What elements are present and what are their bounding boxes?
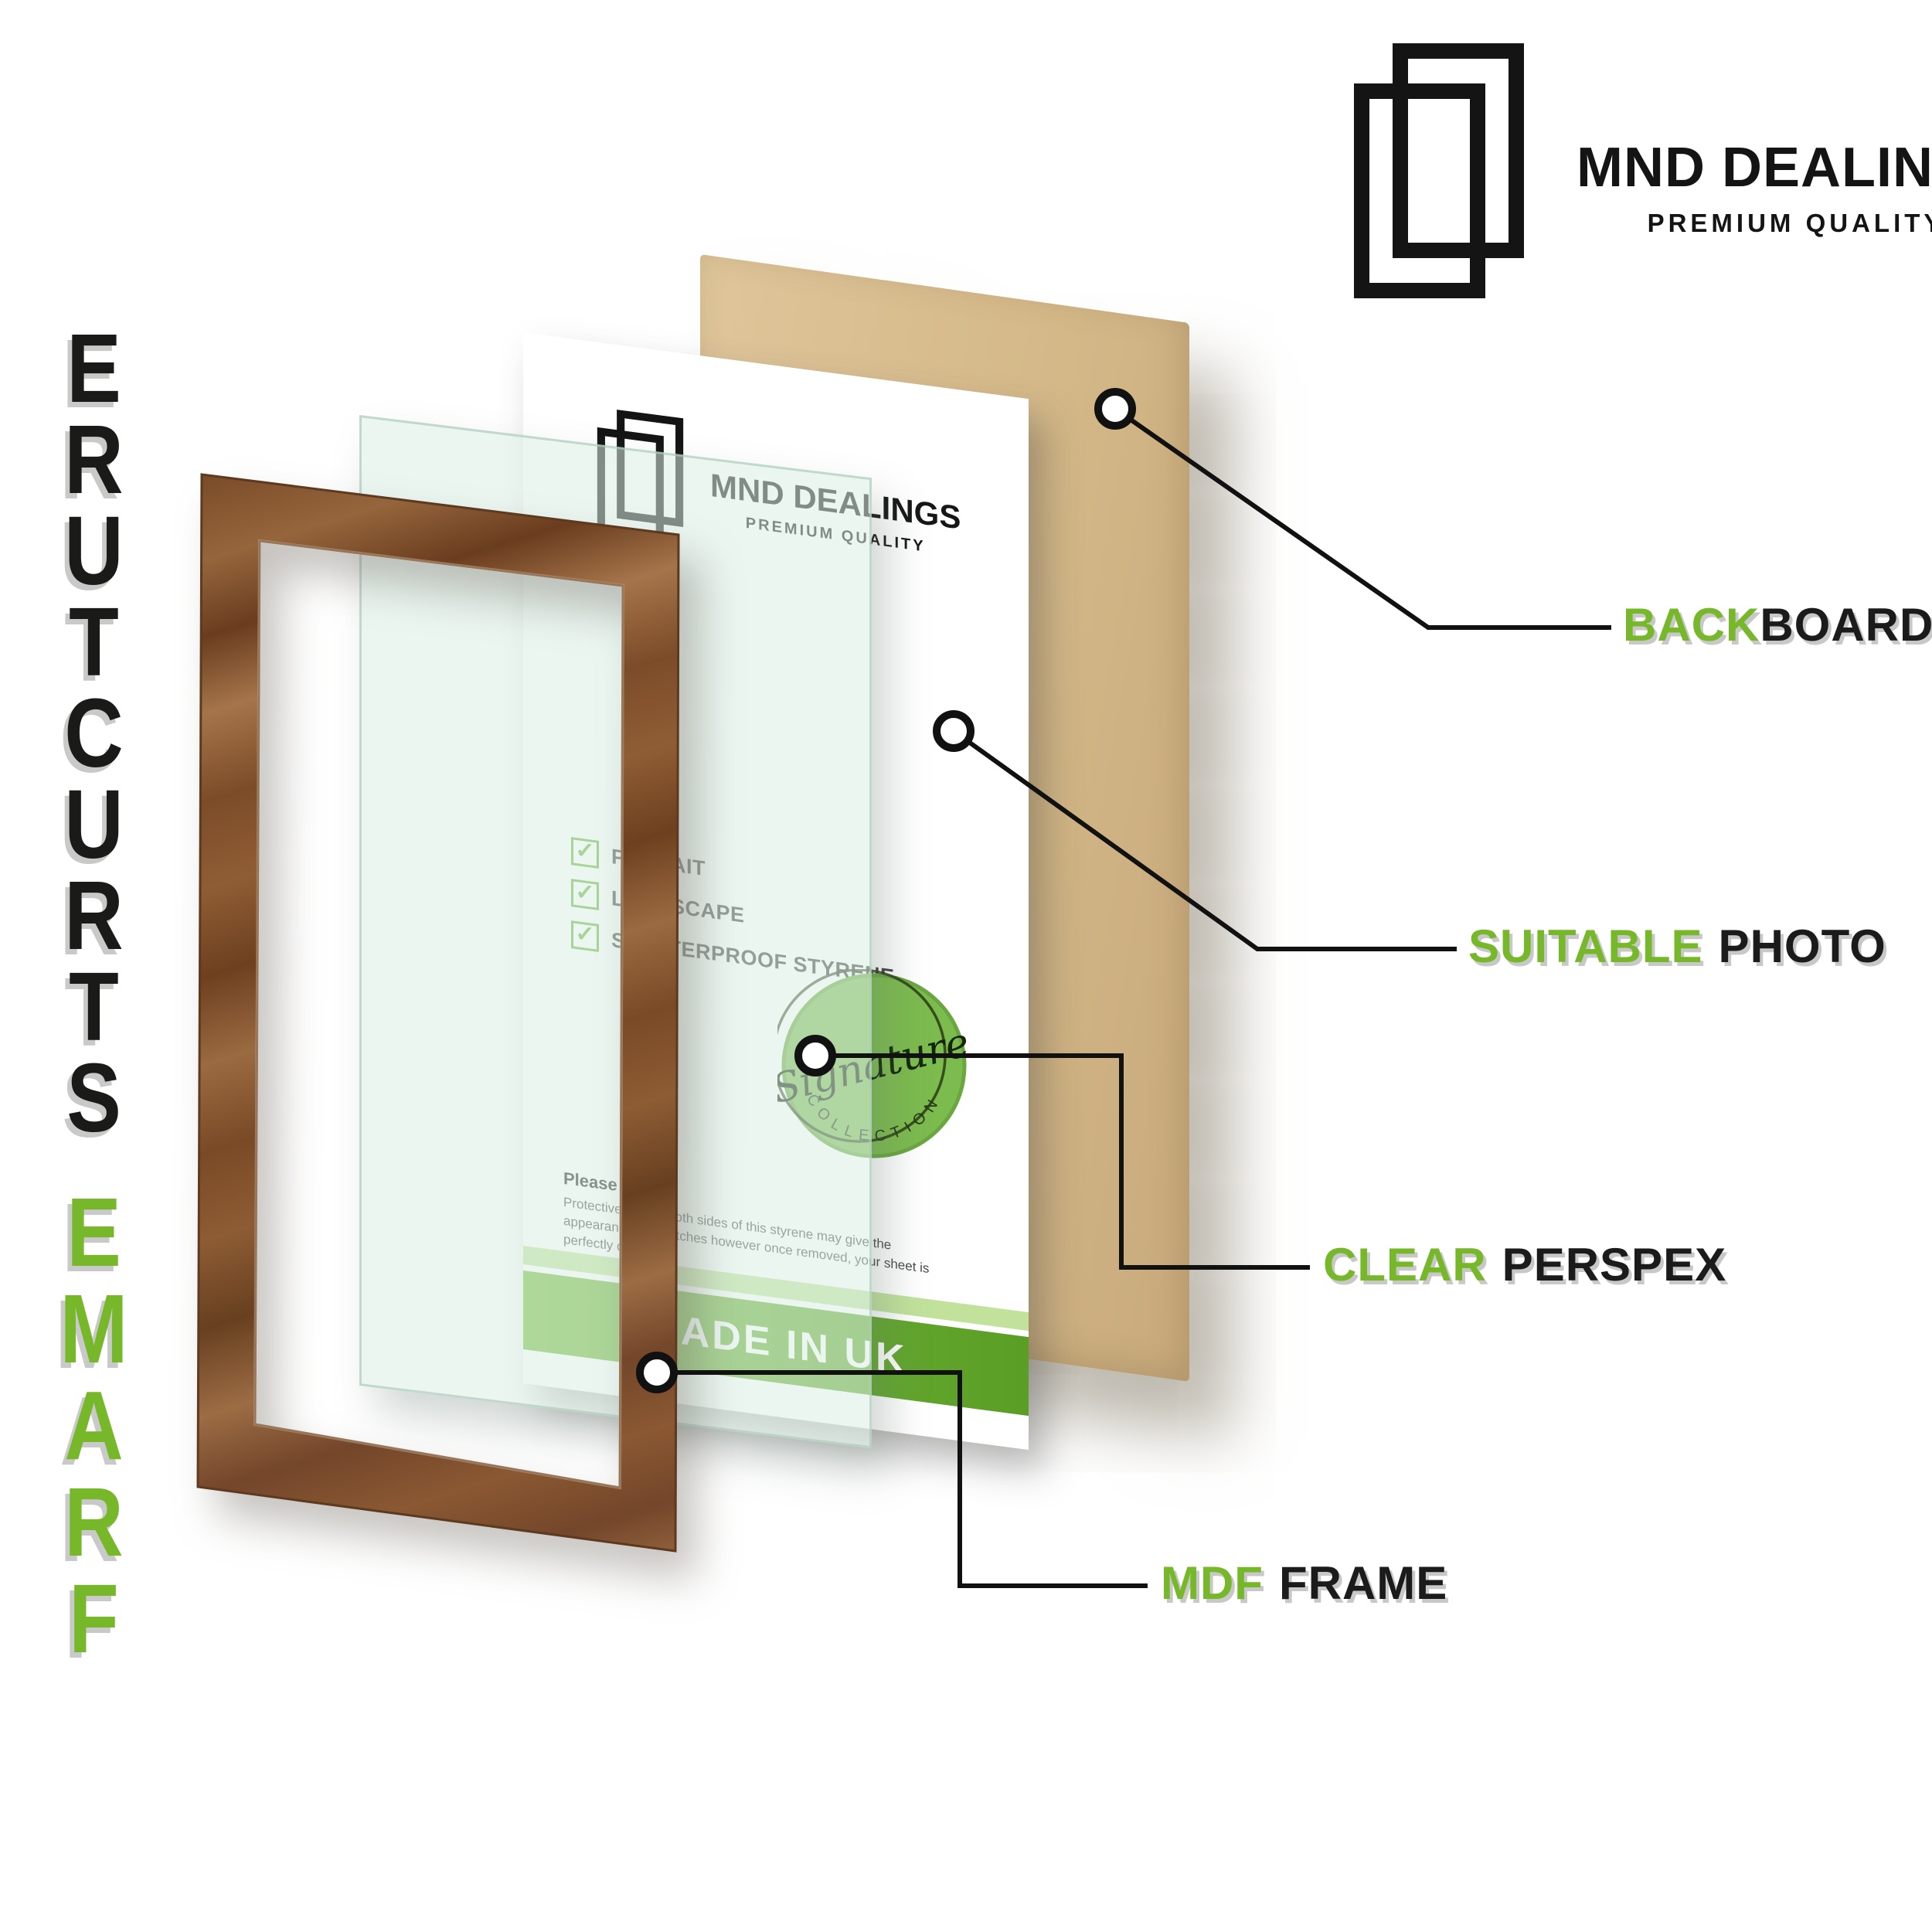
double-frame-logo-icon xyxy=(1354,43,1524,298)
label-green-part: CLEAR xyxy=(1323,1239,1487,1291)
title-letter: T xyxy=(69,587,119,696)
callout-label-mdf-frame: MDF FRAME xyxy=(1161,1556,1447,1610)
brand-tagline: PREMIUM QUALITY xyxy=(1647,209,1932,237)
title-letter: U xyxy=(64,770,124,879)
brand-text: MND DEALINGS PREMIUM QUALITY xyxy=(1577,136,1932,238)
callout-label-suitable-photo: SUITABLE PHOTO xyxy=(1468,920,1886,973)
vertical-word-structure: E R U T C U R T S xyxy=(37,314,151,1152)
title-letter: U xyxy=(64,496,124,605)
title-letter: R xyxy=(64,1468,124,1577)
layer-clear-perspex xyxy=(359,415,872,1449)
label-green-part: BACK xyxy=(1623,599,1760,651)
title-letter: M xyxy=(60,1274,128,1383)
brand-logo: MND DEALINGS PREMIUM QUALITY xyxy=(1354,43,1932,300)
vertical-title: E R U T C U R T S E M A R F xyxy=(37,314,151,1673)
title-letter: E xyxy=(66,1178,121,1287)
title-letter: R xyxy=(64,861,124,970)
label-green-part: SUITABLE xyxy=(1468,920,1703,972)
callout-label-backboard: BACKBOARD xyxy=(1623,598,1932,651)
brand-name: MND DEALINGS xyxy=(1577,137,1932,199)
label-black-part: PHOTO xyxy=(1718,920,1886,972)
title-letter: T xyxy=(69,952,119,1061)
label-green-part: MDF xyxy=(1161,1557,1264,1609)
title-letter: S xyxy=(66,1043,121,1152)
title-letter: C xyxy=(64,679,124,787)
title-letter: R xyxy=(64,405,124,514)
label-black-part: BOARD xyxy=(1760,599,1932,651)
label-black-part: PERSPEX xyxy=(1502,1239,1727,1291)
title-letter: E xyxy=(66,314,121,423)
vertical-word-frame: E M A R F xyxy=(37,1178,151,1673)
title-letter: A xyxy=(64,1371,124,1480)
title-letter: F xyxy=(69,1564,119,1673)
label-black-part: FRAME xyxy=(1278,1557,1448,1609)
callout-label-clear-perspex: CLEAR PERSPEX xyxy=(1323,1238,1726,1291)
